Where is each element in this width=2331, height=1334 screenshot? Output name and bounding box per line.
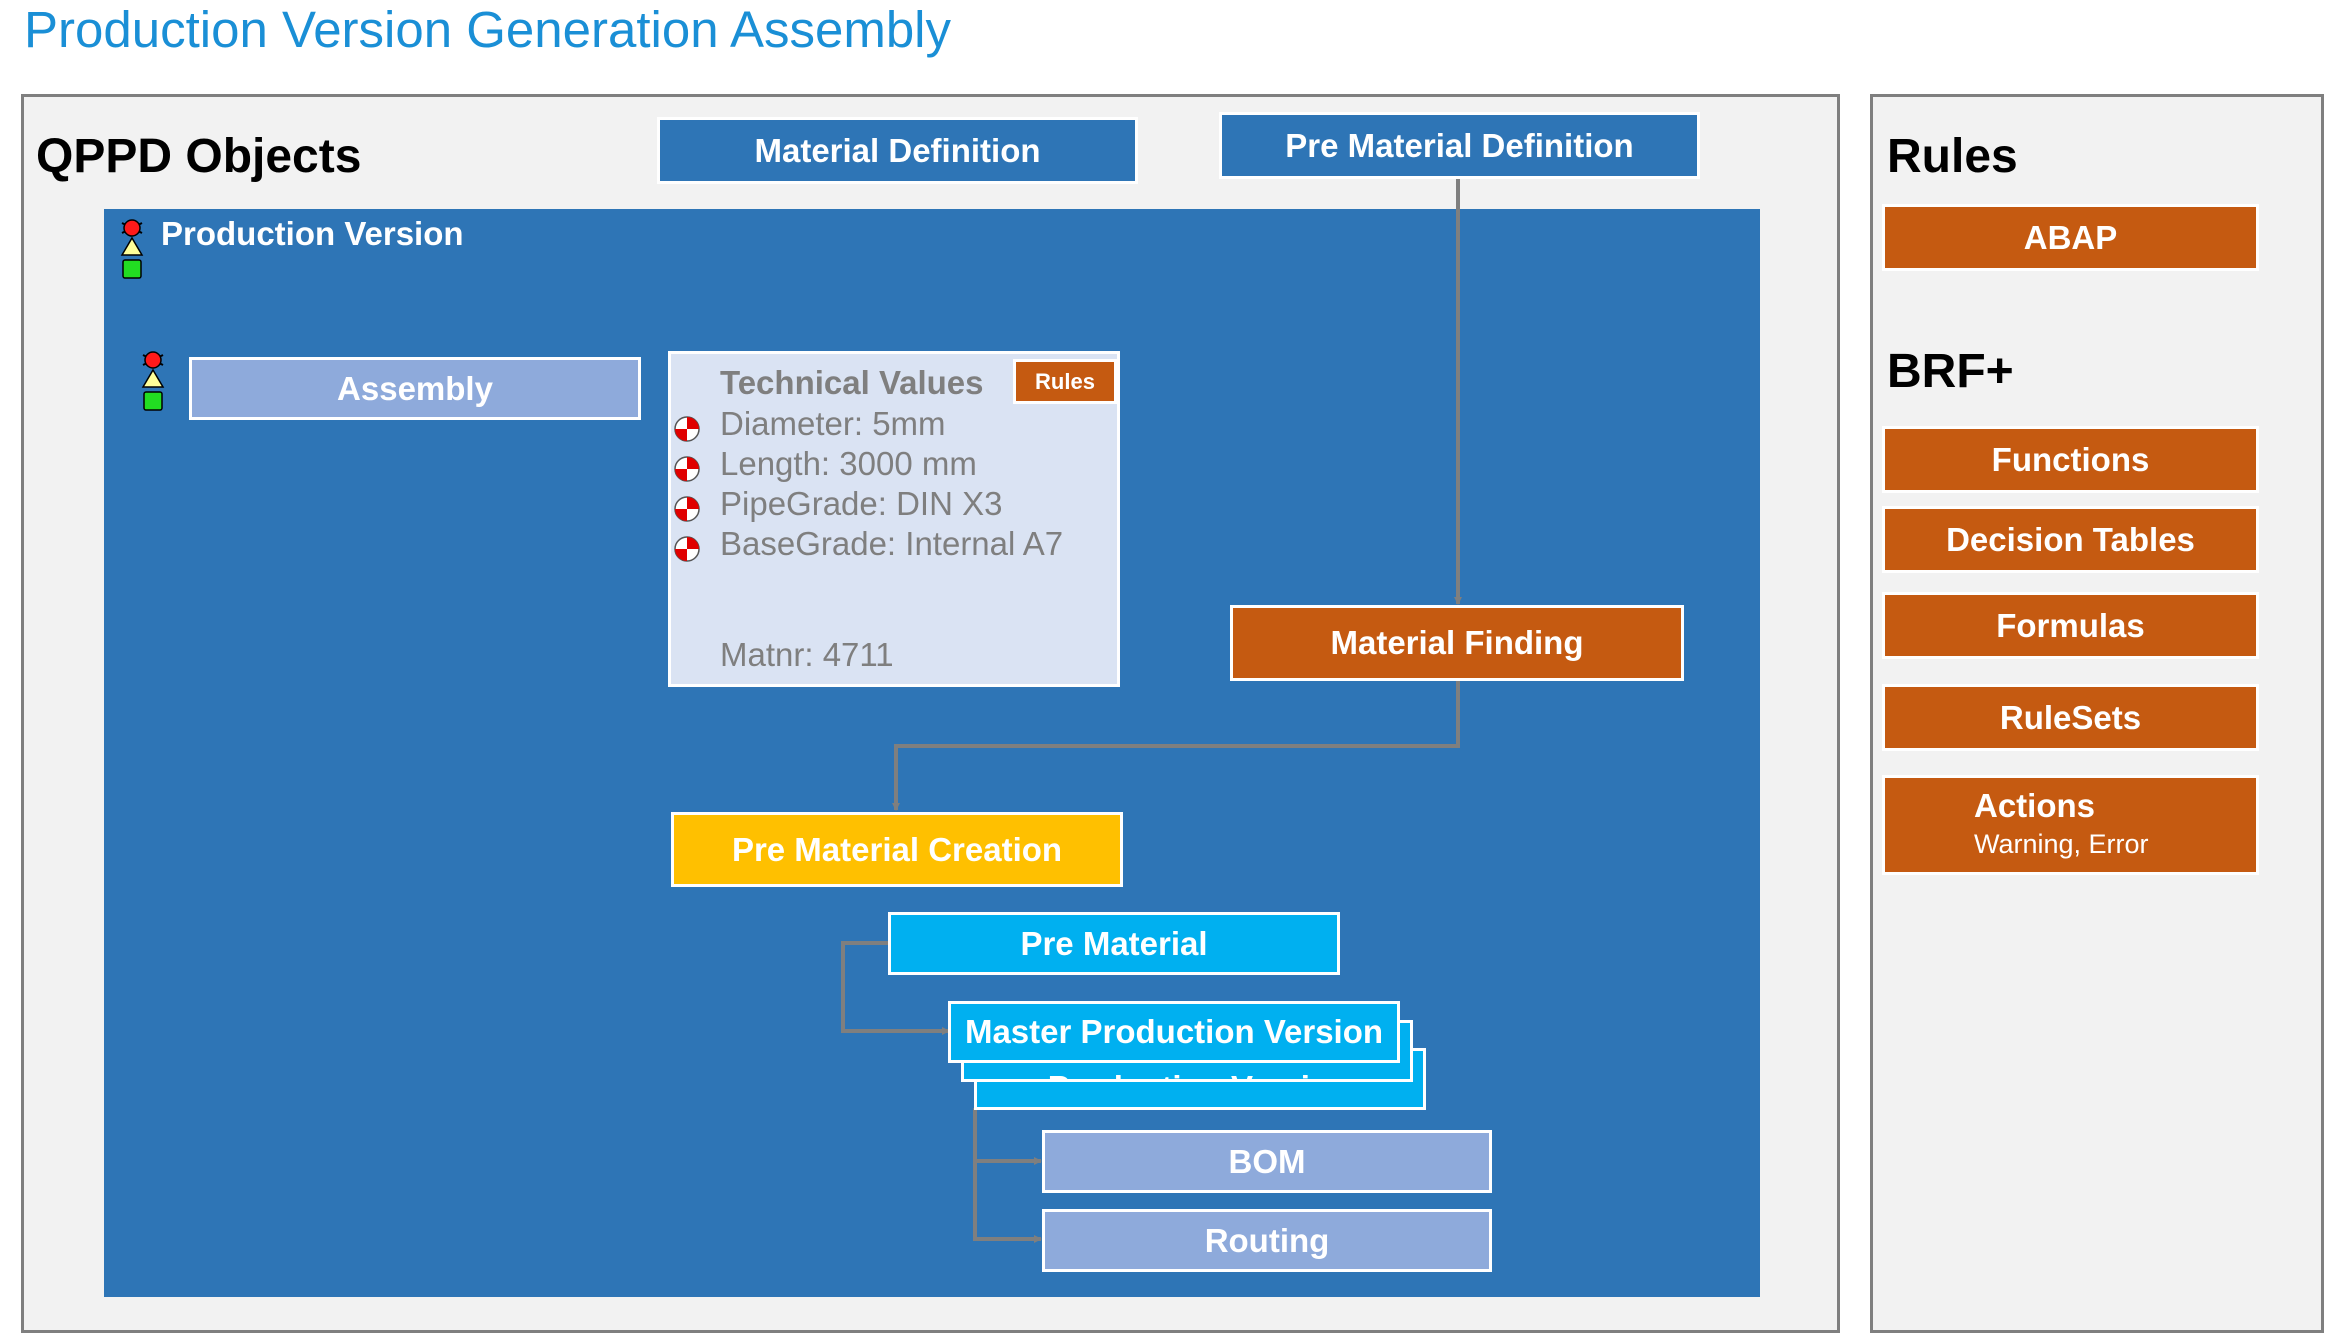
connector-finding-to-creation <box>892 680 1460 811</box>
rulesets-box[interactable]: RuleSets <box>1882 684 2259 751</box>
production-version-label: Production Version <box>161 215 464 252</box>
connector-prematerial-to-master <box>841 941 950 1035</box>
warning-target-icon <box>674 532 700 562</box>
rules-heading: Rules <box>1887 130 2018 183</box>
functions-box[interactable]: Functions <box>1882 426 2259 493</box>
decision-tables-box[interactable]: Decision Tables <box>1882 506 2259 573</box>
master-production-version-box[interactable]: Master Production Version <box>948 1001 1400 1063</box>
material-definition-box[interactable]: Material Definition <box>657 117 1138 184</box>
warning-target-icon <box>674 452 700 482</box>
bom-box[interactable]: BOM <box>1042 1130 1492 1193</box>
pre-material-creation-box[interactable]: Pre Material Creation <box>671 812 1123 887</box>
qppd-objects-heading: QPPD Objects <box>36 130 362 183</box>
production-version-shadow-label: Production Version <box>1048 1069 1351 1079</box>
rules-badge[interactable]: Rules <box>1013 359 1117 404</box>
warning-target-icon <box>674 492 700 522</box>
pre-material-definition-box[interactable]: Pre Material Definition <box>1219 112 1700 179</box>
actions-subtitle: Warning, Error <box>1974 829 2149 859</box>
technical-value-item: Length: 3000 mm <box>720 445 977 482</box>
pre-material-box[interactable]: Pre Material <box>888 912 1340 975</box>
technical-value-item: PipeGrade: DIN X3 <box>720 485 1003 522</box>
technical-values-box: Technical Values Rules Diameter: 5mm Len… <box>668 351 1120 687</box>
traffic-light-icon <box>140 349 166 413</box>
actions-title: Actions <box>1974 787 2096 824</box>
connector-version-to-routing <box>973 1161 1042 1243</box>
technical-value-item: Diameter: 5mm <box>720 405 946 442</box>
technical-value-item: BaseGrade: Internal A7 <box>720 525 1064 562</box>
material-finding-box[interactable]: Material Finding <box>1230 605 1684 681</box>
traffic-light-icon <box>119 217 145 281</box>
brf-heading: BRF+ <box>1887 345 2014 398</box>
page-title: Production Version Generation Assembly <box>24 1 952 58</box>
actions-box[interactable]: Actions Warning, Error <box>1882 775 2259 875</box>
matnr-value: Matnr: 4711 <box>720 636 894 673</box>
formulas-box[interactable]: Formulas <box>1882 592 2259 659</box>
abap-box[interactable]: ABAP <box>1882 204 2259 271</box>
routing-box[interactable]: Routing <box>1042 1209 1492 1272</box>
warning-target-icon <box>674 412 700 442</box>
connector-version-to-bom <box>973 1108 1042 1165</box>
technical-values-heading: Technical Values <box>720 364 984 401</box>
assembly-box[interactable]: Assembly <box>189 357 641 420</box>
